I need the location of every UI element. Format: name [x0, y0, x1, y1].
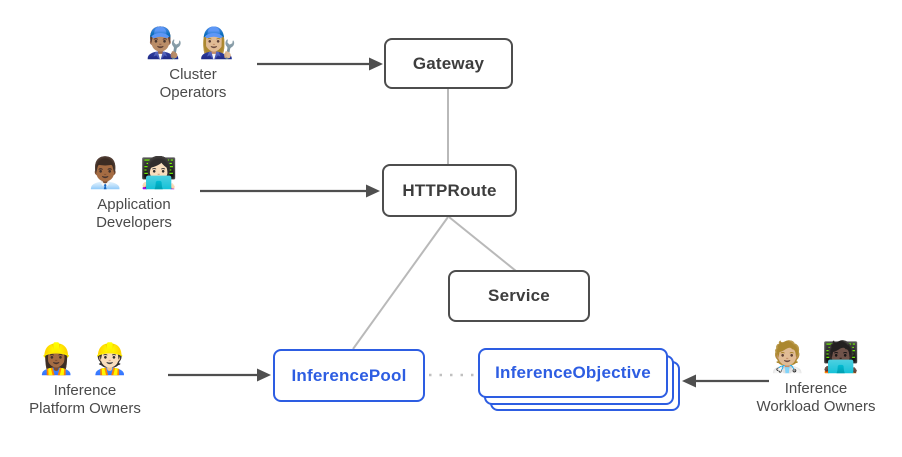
persona-icons: 👷🏾‍♀️ 👷🏻	[0, 340, 170, 380]
connector-httproute-inferencepool	[352, 216, 449, 350]
node-service-label: Service	[488, 286, 550, 305]
persona-label-line1: Cluster	[169, 66, 217, 83]
persona-label: Inference Platform Owners	[0, 382, 170, 418]
persona-label-line1: Application	[97, 196, 171, 213]
woman-mechanic-icon: 👩🏼‍🔧	[199, 27, 241, 60]
health-worker-icon: 🧑🏼‍⚕️	[768, 341, 810, 374]
persona-inference-workload-owners: 🧑🏼‍⚕️ 🧑🏿‍💻 Inference Workload Owners	[731, 338, 901, 416]
node-gateway-label: Gateway	[412, 53, 485, 73]
man-mechanic-icon: 👨🏽‍🔧	[145, 27, 187, 60]
node-service: Service	[448, 270, 590, 322]
node-inference-pool: InferencePool	[273, 349, 425, 402]
connector-httproute-service	[448, 216, 517, 272]
man-office-worker-icon: 👨🏾‍💼	[86, 157, 128, 190]
woman-construction-worker-icon: 👷🏾‍♀️	[37, 343, 79, 376]
node-inference-pool-label: InferencePool	[291, 365, 407, 385]
arrow-platform-owners-to-inferencepool	[168, 368, 271, 382]
persona-icons: 🧑🏼‍⚕️ 🧑🏿‍💻	[731, 338, 901, 378]
persona-label: Inference Workload Owners	[731, 380, 901, 416]
persona-icons: 👨🏾‍💼 👩🏻‍💻	[49, 154, 219, 194]
persona-icons: 👨🏽‍🔧 👩🏼‍🔧	[108, 24, 278, 64]
woman-technologist-icon: 👩🏻‍💻	[140, 157, 182, 190]
man-construction-worker-icon: 👷🏻	[91, 343, 133, 376]
persona-label: Cluster Operators	[108, 66, 278, 102]
persona-application-developers: 👨🏾‍💼 👩🏻‍💻 Application Developers	[49, 154, 219, 232]
persona-label-line2: Operators	[159, 84, 227, 101]
node-inference-objective-stack: InferenceObjective	[478, 348, 680, 411]
persona-label-line2: Workload Owners	[756, 398, 876, 415]
persona-label-line1: Inference	[53, 382, 117, 399]
node-gateway: Gateway	[384, 38, 513, 89]
node-httproute: HTTPRoute	[382, 164, 517, 217]
persona-cluster-operators: 👨🏽‍🔧 👩🏼‍🔧 Cluster Operators	[108, 24, 278, 102]
node-httproute-label: HTTPRoute	[402, 180, 497, 200]
arrow-application-developers-to-httproute	[200, 184, 380, 198]
node-inference-objective: InferenceObjective	[478, 348, 668, 398]
persona-label: Application Developers	[49, 196, 219, 232]
persona-label-line2: Developers	[96, 214, 172, 231]
node-inference-objective-label: InferenceObjective	[495, 363, 651, 382]
persona-label-line2: Platform Owners	[29, 400, 141, 417]
man-technologist-icon: 🧑🏿‍💻	[822, 341, 864, 374]
persona-inference-platform-owners: 👷🏾‍♀️ 👷🏻 Inference Platform Owners	[0, 340, 170, 418]
persona-label-line1: Inference	[784, 380, 848, 397]
